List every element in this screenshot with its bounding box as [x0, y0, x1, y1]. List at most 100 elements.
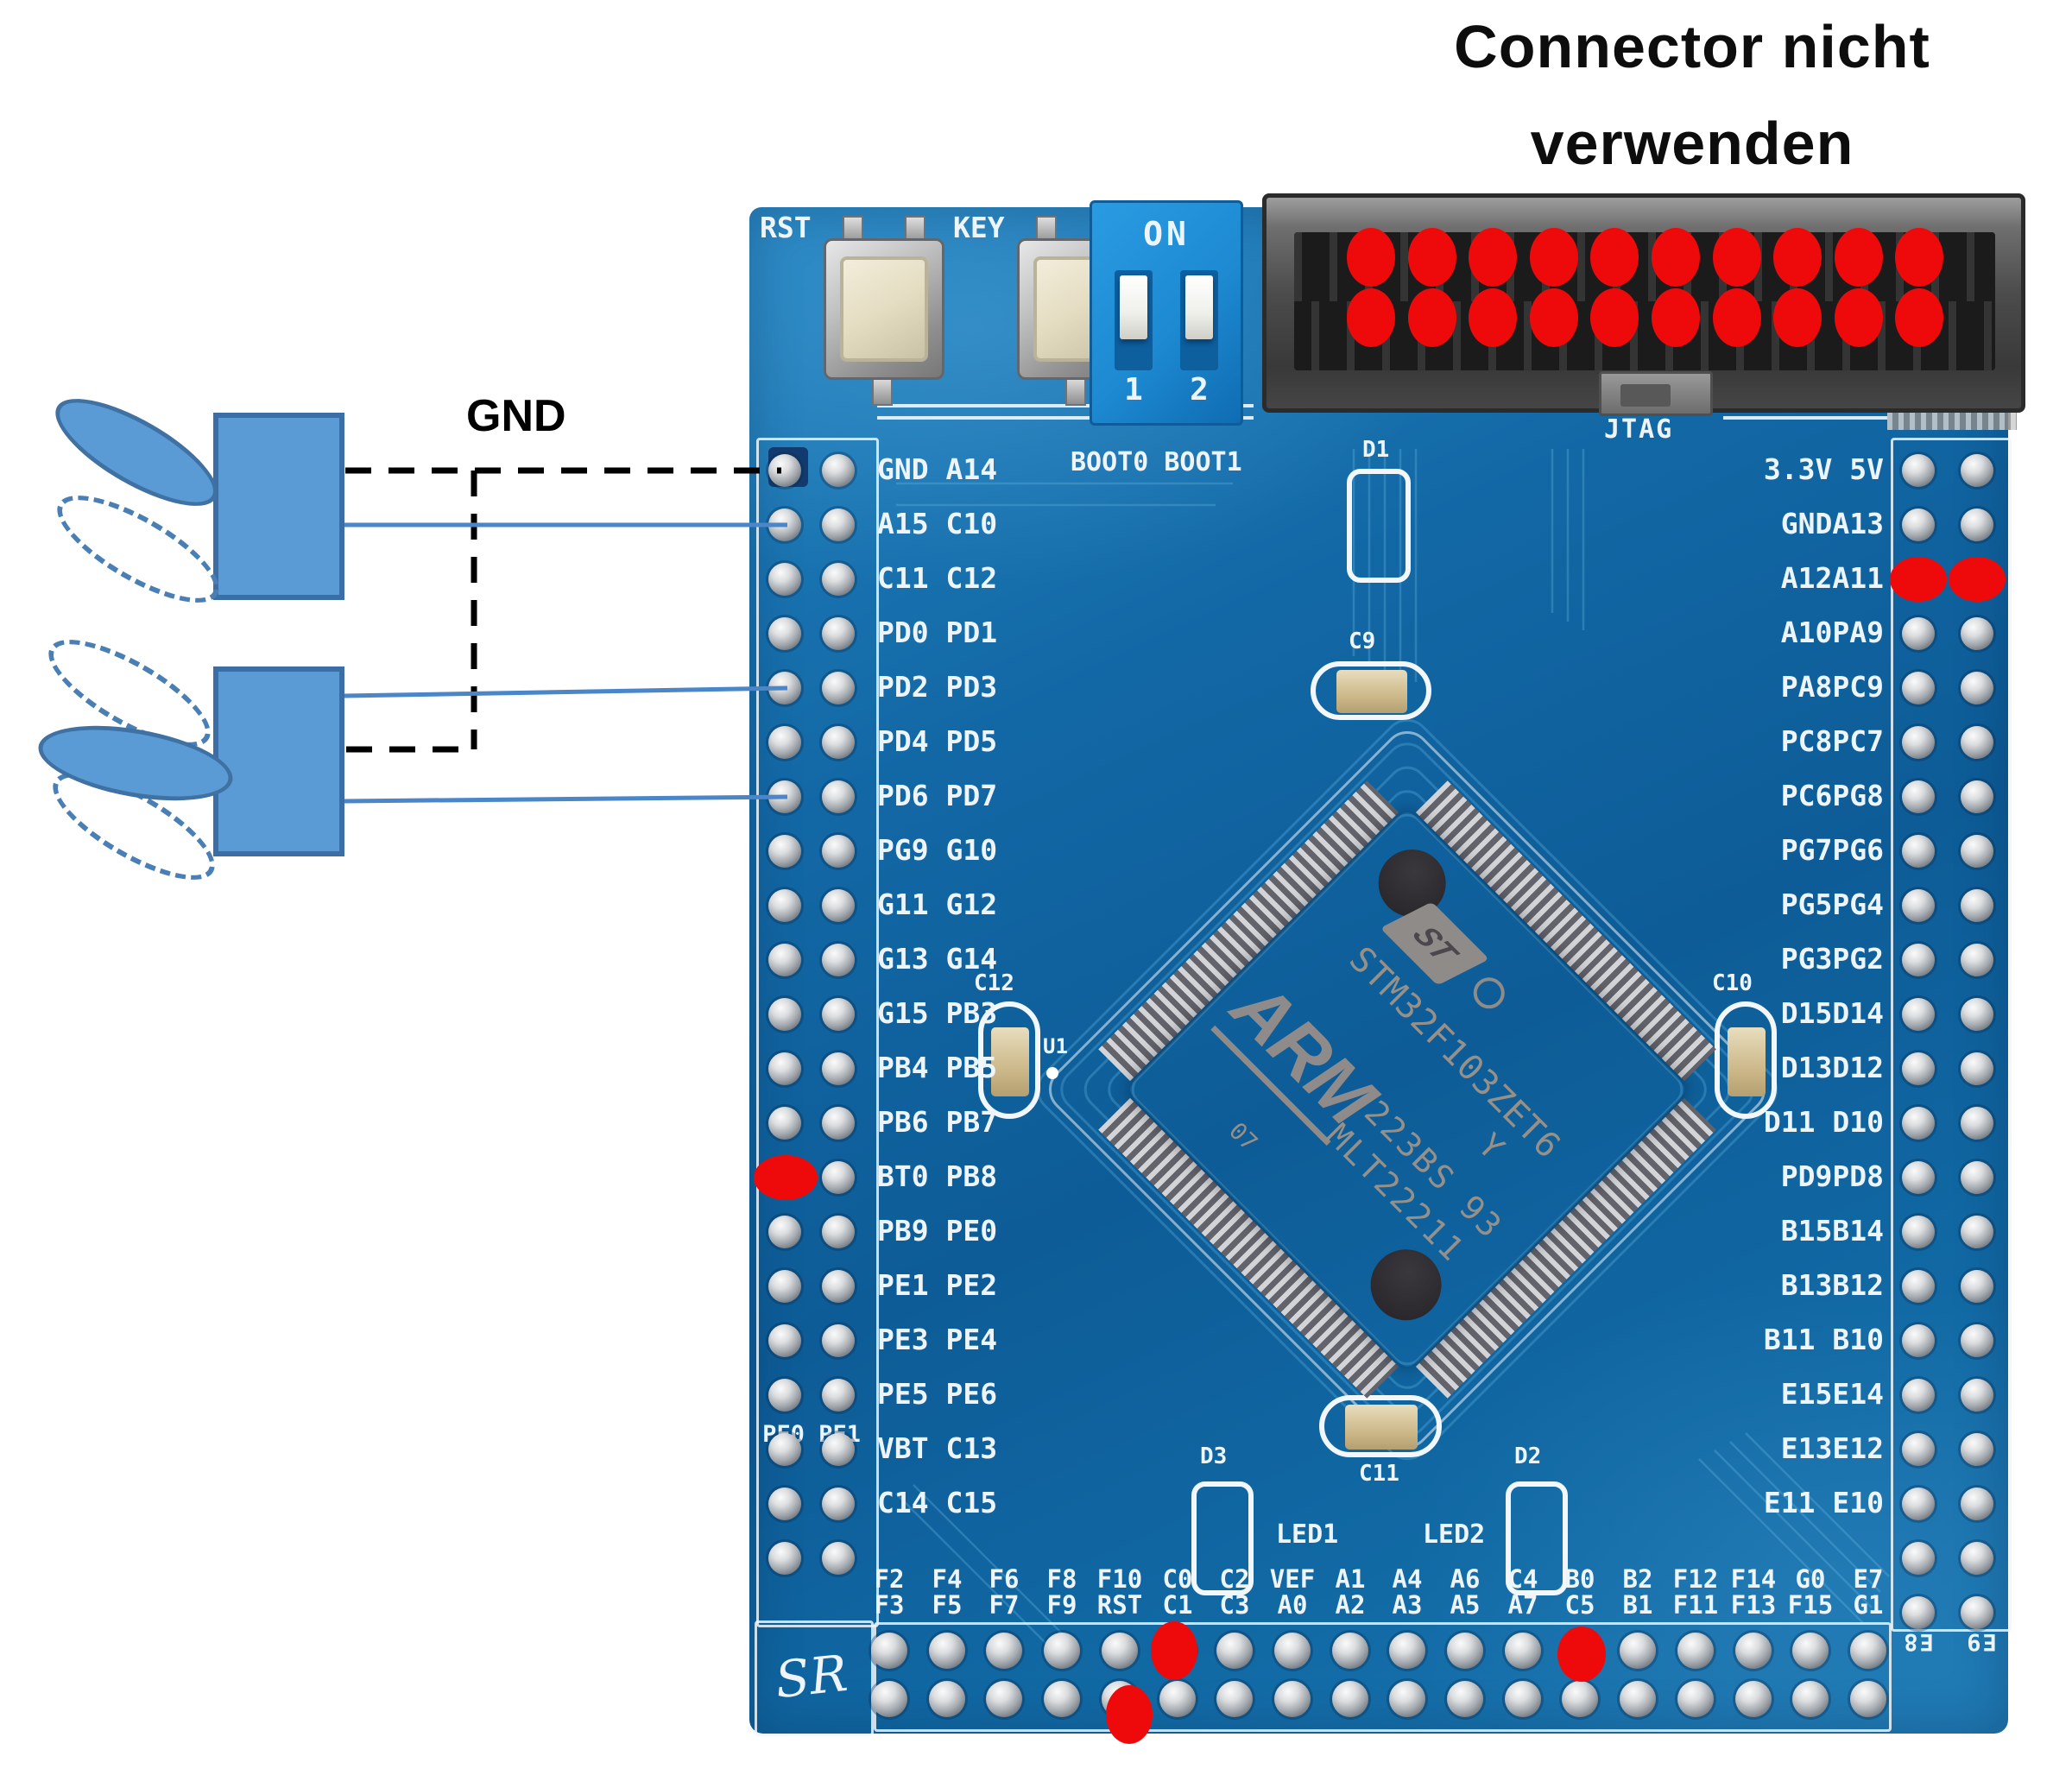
left-pin-label: PB6 PB7	[877, 1105, 998, 1139]
bottom-pin-label-row1: B0	[1564, 1564, 1595, 1594]
pin-hole	[768, 780, 801, 813]
c10-capacitor	[1728, 1027, 1766, 1096]
pin-hole	[1850, 1633, 1886, 1669]
key-button-label: KEY	[953, 211, 1005, 244]
red-marker-pin	[754, 1155, 818, 1200]
bottom-pin-label-row2: F11	[1672, 1590, 1719, 1620]
button-leg	[872, 376, 893, 406]
pin-hole	[1902, 1107, 1935, 1140]
right-pin-label: D15D14	[1780, 996, 1884, 1030]
red-marker-jtag	[1652, 228, 1700, 287]
pin-hole	[1902, 1216, 1935, 1248]
pin-hole	[1902, 1542, 1935, 1575]
sr-logo: SR	[772, 1643, 850, 1710]
red-marker-jtag	[1407, 288, 1456, 347]
bottom-pin-label-row1: G0	[1795, 1564, 1826, 1594]
pin-hole	[768, 1052, 801, 1085]
left-pin-label: PE1 PE2	[877, 1268, 998, 1302]
red-marker-jtag	[1895, 228, 1944, 287]
d2-label: D2	[1514, 1443, 1542, 1469]
right-pin-label: PG5PG4	[1780, 888, 1884, 921]
left-pin-label: G11 G12	[877, 888, 998, 921]
c12-label: C12	[974, 970, 1014, 996]
c9-label: C9	[1349, 629, 1376, 654]
bottom-pin-label-row2: F15	[1787, 1590, 1834, 1620]
silk-line	[877, 416, 1254, 420]
dip-on-label: ON	[1143, 215, 1190, 253]
dip-slider-1	[1120, 275, 1147, 339]
pf-corner-frame	[755, 1620, 874, 1736]
right-pin-label: D11 D10	[1763, 1105, 1884, 1139]
red-marker-pin	[1151, 1621, 1197, 1680]
bottom-pin-label-row2: A0	[1277, 1590, 1308, 1620]
pin-hole	[1850, 1681, 1886, 1717]
red-marker-jtag	[1895, 288, 1944, 347]
right-pin-label: PA8PC9	[1780, 670, 1884, 704]
pin-hole	[1961, 835, 1993, 868]
c12-capacitor	[991, 1027, 1029, 1096]
d3-led-outline	[1191, 1481, 1254, 1595]
pin-hole	[1961, 889, 1993, 922]
pin-hole	[1902, 508, 1935, 541]
pin-hole	[1677, 1681, 1714, 1717]
pin-hole	[822, 726, 855, 759]
pin-hole	[1620, 1681, 1656, 1717]
red-marker-pin	[1557, 1627, 1606, 1682]
left-pin-label: BT0 PB8	[877, 1159, 998, 1193]
pin-hole	[822, 508, 855, 541]
pin-hole	[768, 944, 801, 976]
bottom-pin-label-row2: A5	[1450, 1590, 1481, 1620]
pin-hole	[822, 1542, 855, 1575]
bottom-pin-label-row2: A7	[1507, 1590, 1538, 1620]
bottom-pin-label-row1: E7	[1853, 1564, 1884, 1594]
left-pin-label: PE3 PE4	[877, 1323, 998, 1356]
pin-hole	[1735, 1681, 1772, 1717]
bottom-pin-label-row2: A2	[1335, 1590, 1366, 1620]
pin-hole	[822, 1379, 855, 1412]
pin-hole	[822, 1324, 855, 1357]
pin-hole	[1902, 1270, 1935, 1303]
pin-hole	[768, 726, 801, 759]
pin-hole	[1961, 726, 1993, 759]
left-pin-label: PE5 PE6	[877, 1377, 998, 1411]
rst-button-cap	[840, 256, 928, 362]
u1-pin1-dot	[1046, 1067, 1058, 1079]
bottom-pin-label-row1: F2	[874, 1564, 905, 1594]
pin-hole	[1505, 1633, 1541, 1669]
pin-hole	[871, 1681, 907, 1717]
signal-wire-pd6	[344, 794, 788, 804]
bottom-pin-label-row1: A6	[1450, 1564, 1481, 1594]
right-pin-label: PG3PG2	[1780, 942, 1884, 976]
pin-hole	[768, 1216, 801, 1248]
pin-hole	[1961, 617, 1993, 650]
pin-hole	[1332, 1633, 1368, 1669]
pin-hole	[822, 672, 855, 704]
left-pin-label: G13 G14	[877, 942, 998, 976]
pin-hole	[1902, 726, 1935, 759]
pin-hole	[822, 998, 855, 1031]
pin-hole	[1961, 508, 1993, 541]
pin-hole	[1961, 1216, 1993, 1248]
pin-hole	[1902, 1488, 1935, 1520]
pin-hole	[1961, 454, 1993, 487]
red-marker-jtag	[1773, 228, 1822, 287]
right-pin-label: PC6PG8	[1780, 779, 1884, 812]
pin-hole	[1159, 1681, 1196, 1717]
bottom-pin-label-row2: RST	[1096, 1590, 1143, 1620]
rst-button-label: RST	[760, 211, 812, 244]
pin-hole	[768, 1433, 801, 1466]
d2-led-outline	[1506, 1481, 1568, 1595]
pin-hole	[1961, 998, 1993, 1031]
gnd-annotation-label: GND	[466, 391, 566, 441]
pin-hole	[1902, 889, 1935, 922]
pin-hole	[822, 563, 855, 596]
pin-hole	[1961, 672, 1993, 704]
pin-hole	[1902, 1052, 1935, 1085]
e9-e8-label: E9 E8	[1902, 1628, 1997, 1655]
silk-line	[1723, 416, 1887, 420]
pin-hole	[822, 780, 855, 813]
right-pin-label: GNDA13	[1780, 507, 1884, 540]
left-header-frame	[756, 438, 879, 1627]
pin-hole	[822, 889, 855, 922]
